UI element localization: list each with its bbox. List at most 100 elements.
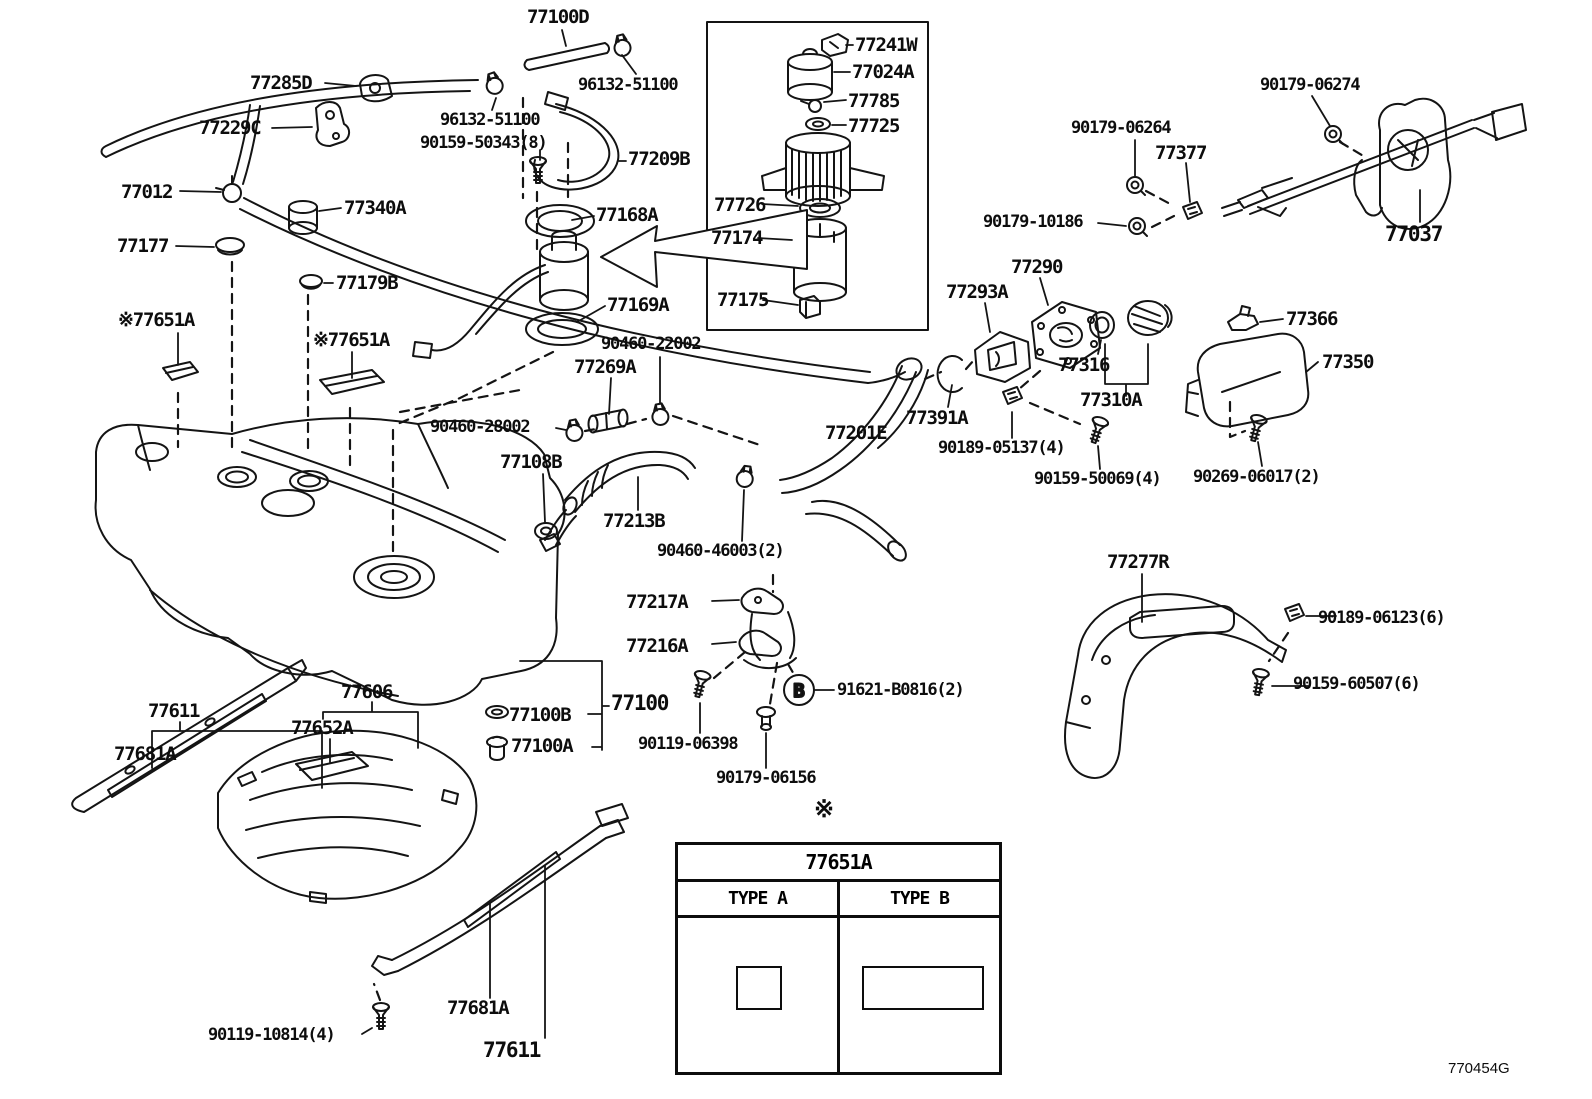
part-label-77175: 77175 <box>717 289 769 311</box>
part-label-77209b: 77209B <box>628 148 691 170</box>
pointer-arrow <box>600 209 808 288</box>
part-label-77310a: 77310A <box>1080 389 1143 411</box>
label-leader-lines <box>151 29 1421 1039</box>
cushion-77681a-upper-drawing <box>107 693 267 798</box>
grommet-90179-10186 <box>1128 217 1148 237</box>
table-col-type-b: TYPE B <box>889 888 950 909</box>
part-label-77229c: 77229C <box>199 117 262 139</box>
part-label-77340a: 77340A <box>344 197 407 219</box>
circle-b-marker <box>783 674 815 706</box>
pipe-77100d-drawing <box>523 42 611 71</box>
part-label-77100b: 77100B <box>509 704 572 726</box>
screw-90159-50069 <box>1084 414 1111 446</box>
part-label-77177: 77177 <box>117 235 169 257</box>
filter-inset-box <box>706 21 929 331</box>
part-label-77179b: 77179B <box>336 272 399 294</box>
part-label-77100d: 77100D <box>527 6 590 28</box>
grommet-77340a-drawing <box>288 200 318 235</box>
part-label-77681a-b: 77681A <box>447 997 510 1019</box>
part-label-90119-06398: 90119-06398 <box>638 734 739 754</box>
part-label-90460-46003: 90460-46003(2) <box>657 541 785 561</box>
part-label-77174: 77174 <box>711 227 763 249</box>
clip-77377 <box>1182 201 1203 220</box>
clamp-90460-28002 <box>562 417 585 444</box>
part-label-90189-05137: 90189-05137(4) <box>938 438 1066 458</box>
part-label-90119-10814: 90119-10814(4) <box>208 1025 336 1045</box>
band-77611-upper-drawing <box>71 659 307 813</box>
part-label-90159-60507: 90159-60507(6) <box>1293 674 1421 694</box>
pad-77652a-drawing <box>295 751 369 781</box>
plug-77100a-drawing <box>486 735 508 761</box>
clip-90189-05137 <box>1002 386 1023 405</box>
plug-77175-drawing <box>799 295 821 319</box>
part-label-77285d: 77285D <box>250 72 313 94</box>
screw-90269-06017 <box>1244 412 1269 444</box>
bracket-77229c-drawing <box>315 101 350 147</box>
pad-77651a-type-b-drawing <box>319 369 385 395</box>
part-label-77290: 77290 <box>1011 256 1063 278</box>
part-label-77606: 77606 <box>341 681 393 703</box>
lid-77350-drawing <box>1185 332 1310 428</box>
cushion-77681a-lower-drawing <box>463 851 561 928</box>
protector-77606-drawing <box>217 729 478 904</box>
fuel-pump-drawing <box>412 230 589 359</box>
screw-90159-60507 <box>1248 666 1271 698</box>
part-label-77012: 77012 <box>121 181 173 203</box>
bracket-77216a-drawing <box>738 611 797 669</box>
part-label-77108b: 77108B <box>500 451 563 473</box>
part-label-77216a: 77216A <box>626 635 689 657</box>
part-label-77681a: 77681A <box>114 743 177 765</box>
table-cell-type-b <box>840 918 999 1075</box>
part-label-77651a-ref2: ※77651A <box>313 329 390 351</box>
ring-77316-drawing <box>1089 311 1115 339</box>
part-label-90460-22002: 90460-22002 <box>601 334 702 354</box>
part-label-90159-50343: 90159-50343(8) <box>420 133 548 153</box>
plate-77290-drawing <box>1031 301 1101 369</box>
part-label-90460-28002: 90460-28002 <box>430 417 531 437</box>
bolt-90119-06398 <box>688 668 713 700</box>
part-label-90179-06274: 90179-06274 <box>1260 75 1361 95</box>
part-label-77651a-ref1: ※77651A <box>118 309 195 331</box>
part-label-90179-06264: 90179-06264 <box>1071 118 1172 138</box>
part-label-77293a: 77293A <box>946 281 1009 303</box>
lock-control-77037-drawing <box>1221 97 1527 230</box>
grommet-90179-06156-drawing <box>756 706 776 731</box>
part-label-90159-50069: 90159-50069(4) <box>1034 469 1162 489</box>
part-label-90269-06017: 90269-06017(2) <box>1193 467 1321 487</box>
gasket-77100b-drawing <box>485 705 509 719</box>
part-label-77350: 77350 <box>1322 351 1374 373</box>
clamp-96132-51100-left <box>481 69 506 98</box>
part-label-77611: 77611 <box>148 700 200 722</box>
part-label-77168a: 77168A <box>596 204 659 226</box>
bolt-90159-50343 <box>529 156 547 184</box>
pad-77651a-type-a-drawing <box>162 361 199 381</box>
clip-77366-drawing <box>1227 305 1259 331</box>
part-label-77377: 77377 <box>1155 142 1207 164</box>
fender-liner-77277r-drawing <box>1064 593 1287 779</box>
clamp-96132-51100-top <box>610 32 634 59</box>
clip-90189-06123 <box>1284 603 1305 622</box>
part-label-77100a: 77100A <box>511 735 574 757</box>
diagram-code: 770454G <box>1448 1060 1510 1077</box>
part-label-77726: 77726 <box>714 194 766 216</box>
cap-77310a-drawing <box>1127 300 1173 336</box>
part-label-77037: 77037 <box>1385 222 1443 246</box>
part-label-77269a: 77269A <box>574 356 637 378</box>
part-label-77391a: 77391A <box>906 407 969 429</box>
part-label-77241w: 77241W <box>855 34 918 56</box>
part-label-91621-b0816: 91621-B0816(2) <box>837 680 965 700</box>
clamp-90460-46003 <box>734 463 756 490</box>
type-a-pad-shape <box>736 966 782 1010</box>
clip-77241w-drawing <box>821 33 849 57</box>
part-label-77217a: 77217A <box>626 591 689 613</box>
table-header-77651a: 77651A <box>678 845 999 882</box>
union-77269a-drawing <box>587 408 629 434</box>
table-col-type-a: TYPE A <box>678 882 840 915</box>
gasket-77726-drawing <box>799 198 841 218</box>
part-label-90179-10186: 90179-10186 <box>983 212 1084 232</box>
part-label-77169a: 77169A <box>607 294 670 316</box>
gasket-77169a-drawing <box>525 312 599 346</box>
bolt-90119-10814 <box>372 1002 390 1030</box>
band-77611-lower-drawing <box>371 803 629 976</box>
